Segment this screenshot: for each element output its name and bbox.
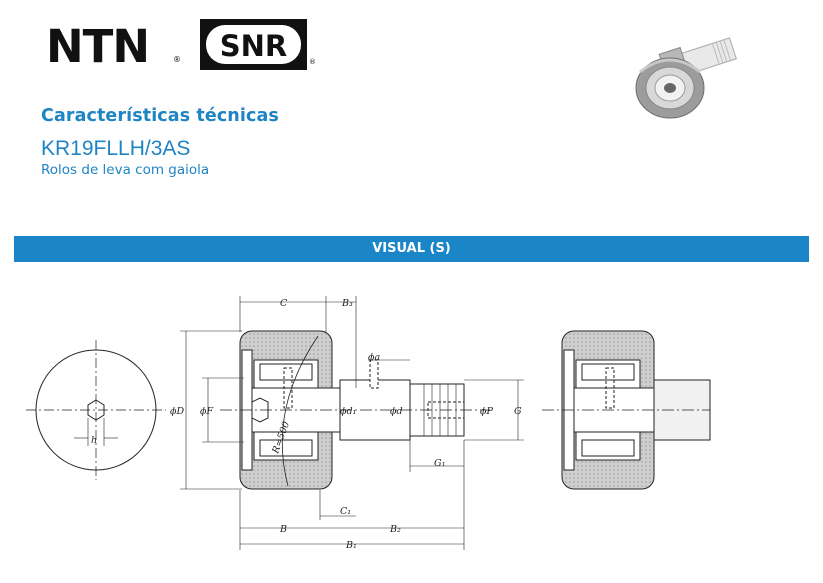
dimension-lines [180, 296, 524, 550]
product-image [635, 37, 737, 119]
dim-b1: B₁ [345, 540, 357, 551]
dim-c1: C₁ [340, 506, 351, 517]
dim-b2: B₂ [389, 524, 401, 535]
page-heading: Características técnicas [41, 106, 279, 126]
dim-h: h [91, 435, 97, 446]
dim-g: G [514, 406, 522, 417]
dim-phi-f: ϕF [200, 406, 213, 417]
dim-phi-d-outer: ϕD [170, 406, 184, 417]
snr-logo: SNR ® [200, 19, 316, 70]
dim-phi-d: ϕd [390, 406, 403, 417]
part-number: KR19FLLH/3AS [41, 137, 191, 160]
technical-drawing: h [26, 296, 711, 551]
section-label: VISUAL (S) [372, 241, 451, 256]
snr-registered-mark: ® [309, 58, 316, 66]
dim-c: C [280, 298, 288, 309]
dim-g1: G₁ [434, 458, 445, 469]
dim-phi-a: ϕa [368, 352, 380, 363]
snr-logo-text: SNR [220, 29, 288, 63]
ntn-logo: NTN ® [46, 22, 181, 68]
section-band: VISUAL (S) [14, 236, 809, 262]
ntn-logo-text: NTN [46, 22, 149, 68]
dim-b3: B₃ [341, 298, 353, 309]
ntn-registered-mark: ® [173, 55, 181, 64]
mounted-view [542, 330, 711, 490]
dim-phi-p: ϕP [480, 406, 493, 417]
dim-b: B [279, 524, 287, 535]
dim-phi-d1: ϕd₁ [340, 406, 356, 417]
end-view [26, 340, 166, 480]
product-description: Rolos de leva com gaiola [41, 162, 210, 178]
